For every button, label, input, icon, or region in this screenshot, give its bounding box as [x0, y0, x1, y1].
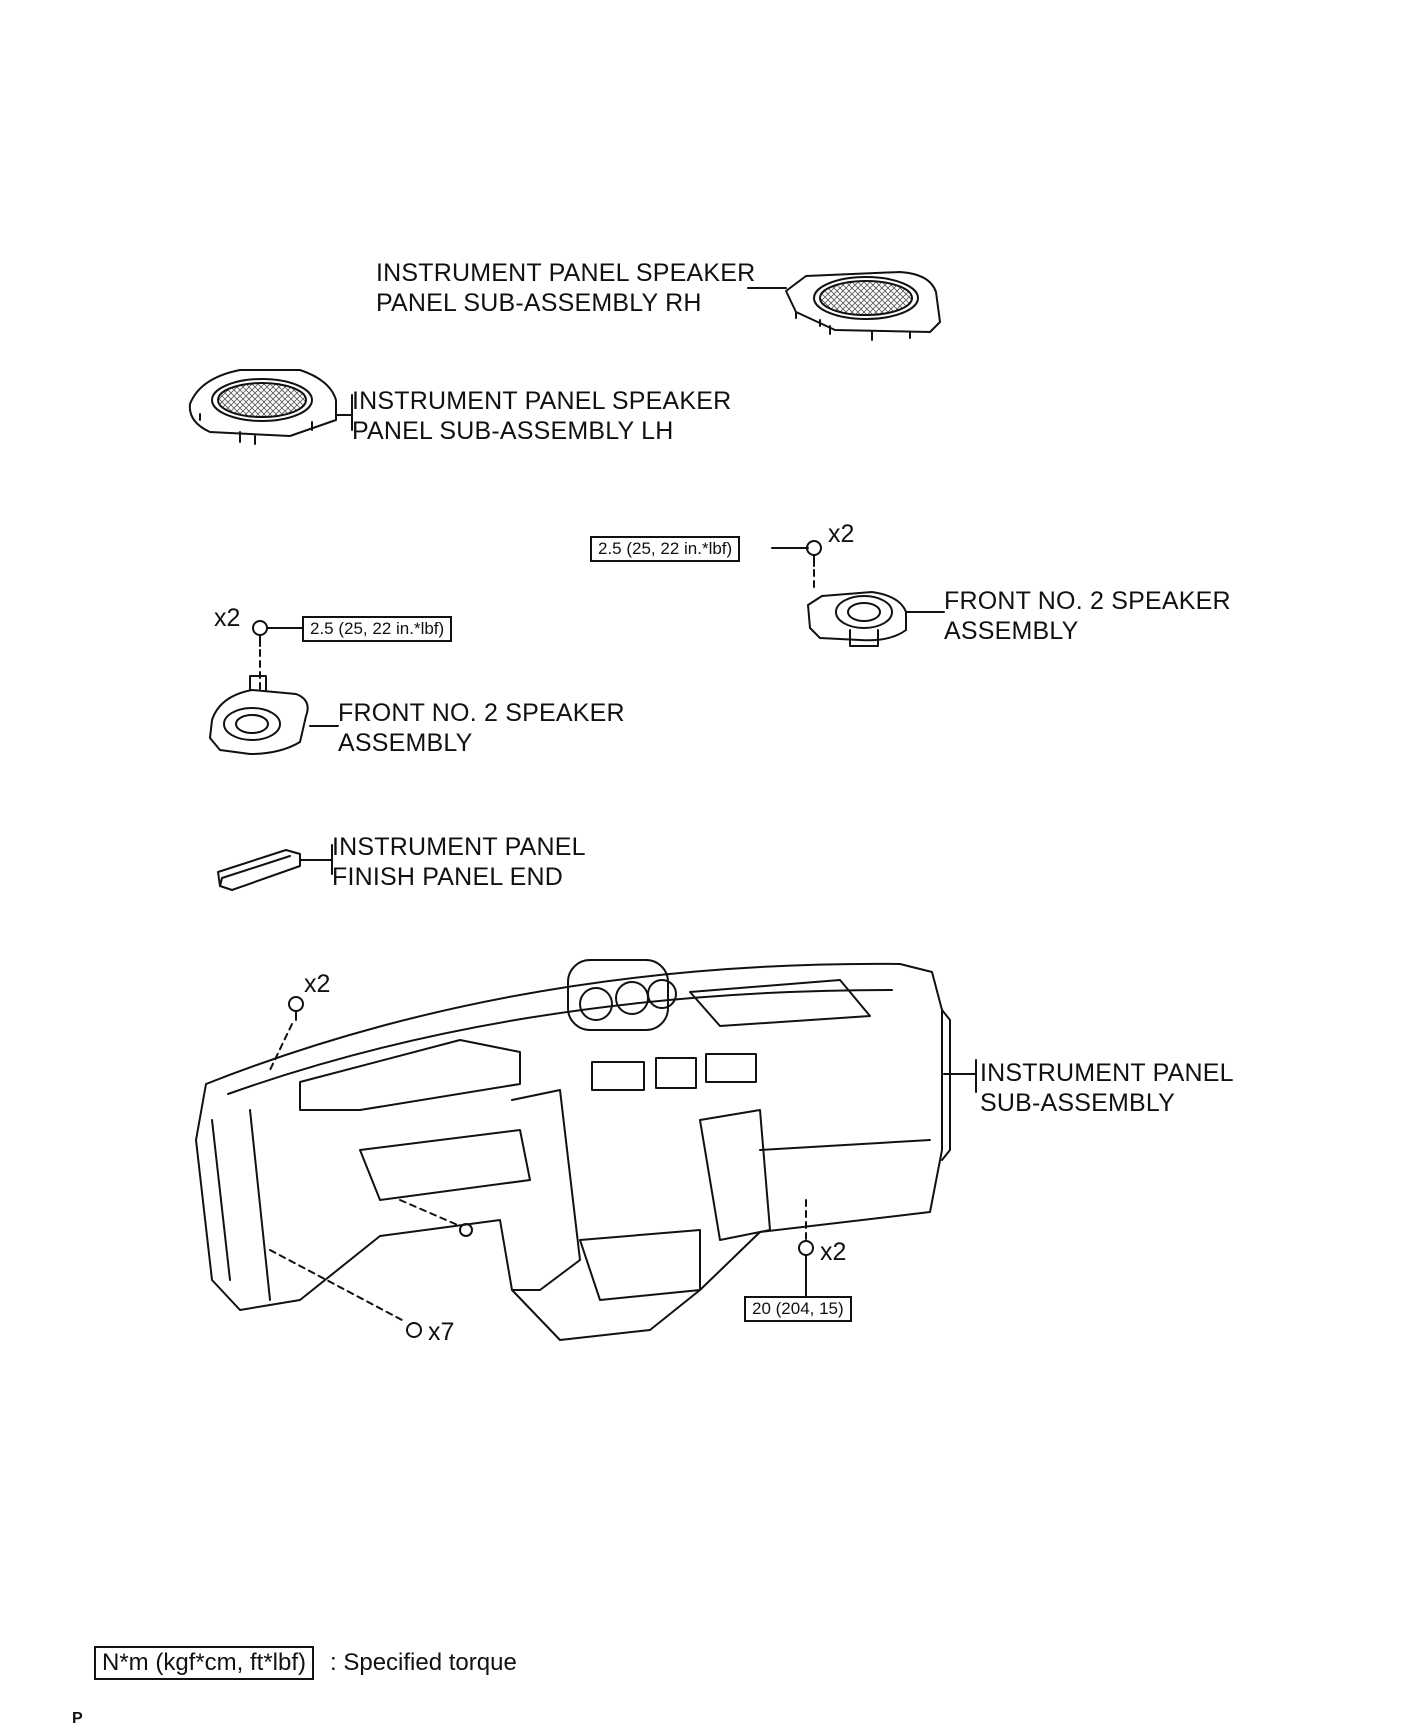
torque-box-left-speaker: 2.5 (25, 22 in.*lbf): [302, 616, 453, 642]
qty-left-speaker: x2: [214, 604, 241, 632]
qty-right-speaker: x2: [828, 520, 855, 548]
label-finish-panel-end: INSTRUMENT PANEL FINISH PANEL END: [332, 833, 586, 891]
label-rh-speaker-panel: INSTRUMENT PANEL SPEAKER PANEL SUB-ASSEM…: [376, 259, 756, 317]
rh-speaker-panel-part: [747, 271, 941, 341]
legend-text: : Specified torque: [330, 1649, 517, 1676]
qty-panel-lower-bolts: x7: [428, 1318, 455, 1346]
instrument-panel-part: [195, 959, 977, 1341]
finish-panel-end-part: [217, 844, 333, 891]
page-mark: P: [72, 1710, 83, 1727]
label-left-speaker: FRONT NO. 2 SPEAKER ASSEMBLY: [338, 699, 625, 757]
qty-panel-top-bolts: x2: [304, 970, 331, 998]
legend-torque-unit-box: N*m (kgf*cm, ft*lbf): [94, 1646, 315, 1680]
lh-speaker-panel-part: [188, 369, 353, 445]
left-speaker-part: [209, 620, 339, 755]
right-speaker-part: [771, 540, 945, 647]
torque-box-panel-bolts: 20 (204, 15): [744, 1296, 852, 1322]
label-right-speaker: FRONT NO. 2 SPEAKER ASSEMBLY: [944, 587, 1231, 645]
label-lh-speaker-panel: INSTRUMENT PANEL SPEAKER PANEL SUB-ASSEM…: [352, 387, 732, 445]
label-instrument-panel: INSTRUMENT PANEL SUB-ASSEMBLY: [980, 1059, 1234, 1117]
torque-box-right-speaker: 2.5 (25, 22 in.*lbf): [590, 536, 741, 562]
qty-panel-center-bolts: x2: [820, 1238, 847, 1266]
